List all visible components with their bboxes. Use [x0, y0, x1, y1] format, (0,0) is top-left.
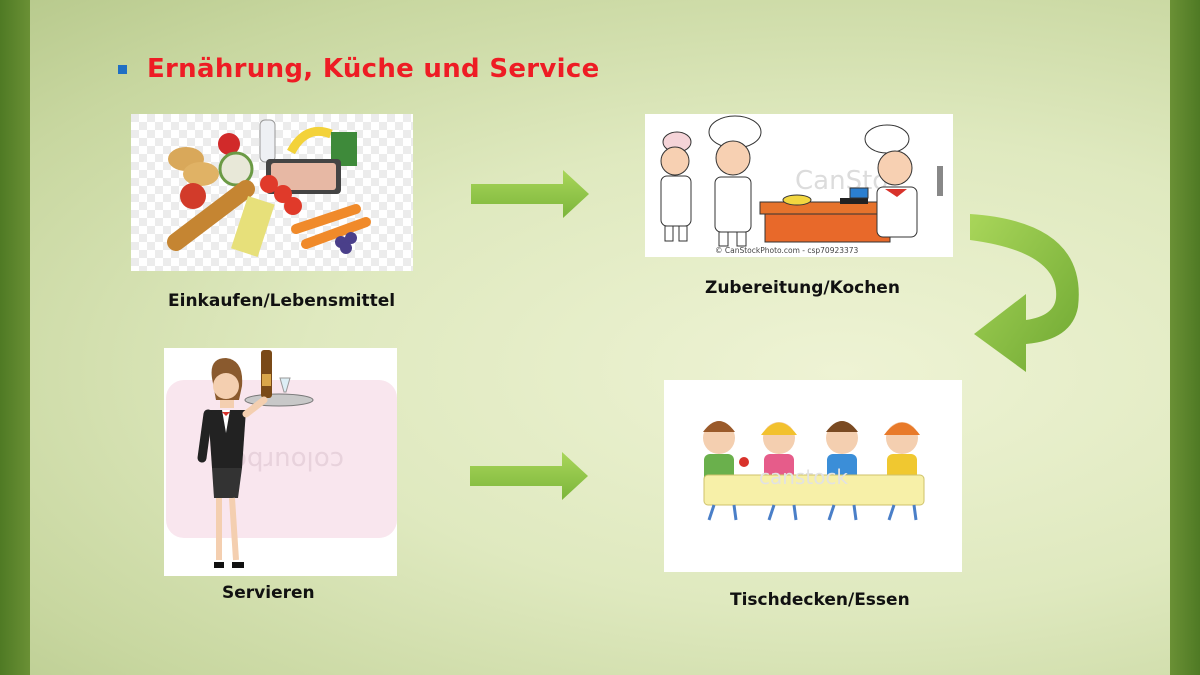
waitress-illustration-icon: colourbox [164, 348, 397, 576]
serving-image: colourbox [164, 348, 397, 576]
right-accent-bar [1170, 0, 1200, 675]
cooking-watermark: CanSto [795, 166, 888, 196]
step-caption-eating: Tischdecken/Essen [730, 590, 910, 610]
curved-arrow-down-icon [970, 214, 1079, 372]
title-row: Ernährung, Küche und Service [118, 54, 600, 84]
step-caption-cooking: Zubereitung/Kochen [705, 278, 900, 298]
step-caption-serving: Servieren [222, 583, 315, 603]
chefs-cooking-illustration-icon: CanSto © CanStockPhoto.com - csp70923373 [645, 114, 953, 257]
children-eating-illustration-icon: canstock [664, 380, 962, 572]
bullet-icon [118, 64, 127, 74]
step-caption-groceries: Einkaufen/Lebensmittel [168, 291, 396, 311]
groceries-image [131, 114, 413, 271]
left-accent-bar [0, 0, 30, 675]
groceries-illustration-icon [131, 114, 413, 271]
arrow-right-icon-2 [470, 452, 588, 500]
cooking-credit-text: © CanStockPhoto.com - csp70923373 [715, 246, 859, 255]
eating-watermark: canstock [759, 465, 848, 489]
eating-image: canstock [664, 380, 962, 572]
slide-title: Ernährung, Küche und Service [147, 54, 600, 84]
arrow-right-icon [471, 170, 589, 218]
cooking-image: CanSto © CanStockPhoto.com - csp70923373 [645, 114, 953, 257]
